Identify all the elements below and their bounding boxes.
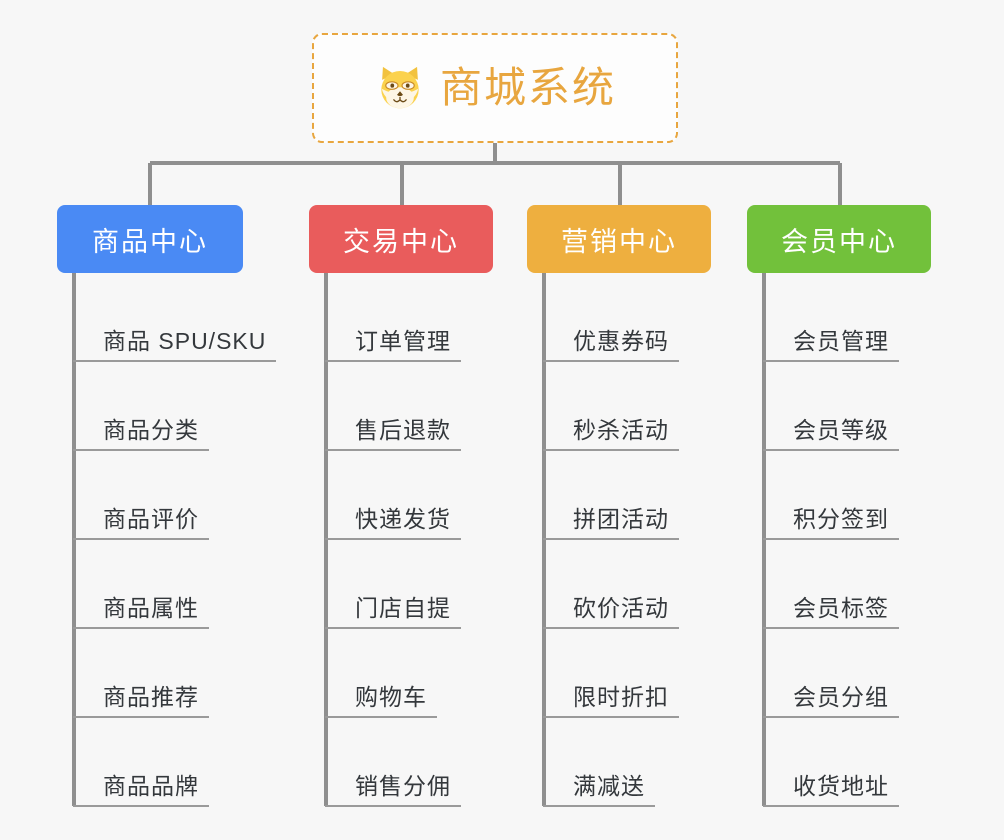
leaf-item[interactable]: 订单管理: [325, 273, 461, 362]
leaf-item-label: 优惠券码: [543, 328, 679, 362]
leaf-item[interactable]: 商品分类: [73, 362, 276, 451]
leaf-item[interactable]: 快递发货: [325, 451, 461, 540]
leaf-item[interactable]: 商品评价: [73, 451, 276, 540]
leaf-item-label: 会员等级: [763, 417, 899, 451]
leaf-item-label: 拼团活动: [543, 506, 679, 540]
category-box-4[interactable]: 会员中心: [747, 205, 931, 273]
category-label: 商品中心: [92, 226, 208, 257]
leaf-item-label: 积分签到: [763, 506, 899, 540]
leaf-item-label: 售后退款: [325, 417, 461, 451]
category-label: 营销中心: [561, 226, 677, 257]
leaf-item-label: 商品品牌: [73, 773, 209, 807]
leaf-item-label: 会员分组: [763, 684, 899, 718]
leaf-item[interactable]: 会员管理: [763, 273, 899, 362]
category-label: 交易中心: [343, 226, 459, 257]
leaf-item[interactable]: 拼团活动: [543, 451, 679, 540]
category-box-2[interactable]: 交易中心: [309, 205, 493, 273]
leaf-item[interactable]: 商品推荐: [73, 629, 276, 718]
page-title: 商城系统: [439, 64, 616, 111]
leaf-item-label: 会员标签: [763, 595, 899, 629]
leaf-item[interactable]: 秒杀活动: [543, 362, 679, 451]
root-node[interactable]: 商城系统: [312, 33, 678, 143]
shiba-dog-face-icon: [374, 62, 426, 114]
leaf-item[interactable]: 商品属性: [73, 540, 276, 629]
leaf-item-label: 砍价活动: [543, 595, 679, 629]
leaf-item-label: 会员管理: [763, 328, 899, 362]
leaf-item-label: 门店自提: [325, 595, 461, 629]
category-box-3[interactable]: 营销中心: [527, 205, 711, 273]
leaf-item[interactable]: 收货地址: [763, 718, 899, 807]
leaf-item[interactable]: 限时折扣: [543, 629, 679, 718]
leaf-column-3: 优惠券码秒杀活动拼团活动砍价活动限时折扣满减送: [543, 273, 679, 807]
leaf-item[interactable]: 商品 SPU/SKU: [73, 273, 277, 362]
leaf-item[interactable]: 商品品牌: [73, 718, 276, 807]
leaf-item[interactable]: 会员分组: [763, 629, 899, 718]
leaf-item-label: 快递发货: [325, 506, 461, 540]
leaf-item[interactable]: 积分签到: [763, 451, 899, 540]
leaf-item-label: 销售分佣: [325, 773, 461, 807]
leaf-item[interactable]: 门店自提: [325, 540, 461, 629]
leaf-item-label: 收货地址: [763, 773, 899, 807]
leaf-column-1: 商品 SPU/SKU 商品分类商品评价商品属性商品推荐商品品牌: [73, 273, 277, 807]
leaf-item-label: 商品评价: [73, 506, 209, 540]
category-box-1[interactable]: 商品中心: [57, 205, 243, 273]
leaf-item[interactable]: 满减送: [543, 718, 679, 807]
leaf-item[interactable]: 销售分佣: [325, 718, 461, 807]
leaf-item[interactable]: 优惠券码: [543, 273, 679, 362]
leaf-item[interactable]: 购物车: [325, 629, 461, 718]
leaf-item[interactable]: 会员标签: [763, 540, 899, 629]
leaf-item-label: 秒杀活动: [543, 417, 679, 451]
leaf-item[interactable]: 会员等级: [763, 362, 899, 451]
leaf-column-2: 订单管理售后退款快递发货门店自提购物车销售分佣: [325, 273, 461, 807]
leaf-item-label: 限时折扣: [543, 684, 679, 718]
leaf-item-label: 商品分类: [73, 417, 209, 451]
category-label: 会员中心: [781, 226, 897, 257]
leaf-item-label: 商品 SPU/SKU: [73, 328, 277, 362]
leaf-column-4: 会员管理会员等级积分签到会员标签会员分组收货地址: [763, 273, 899, 807]
leaf-item-label: 商品属性: [73, 595, 209, 629]
leaf-item[interactable]: 售后退款: [325, 362, 461, 451]
leaf-item-label: 商品推荐: [73, 684, 209, 718]
leaf-item-label: 购物车: [325, 684, 437, 718]
leaf-item[interactable]: 砍价活动: [543, 540, 679, 629]
leaf-item-label: 订单管理: [325, 328, 461, 362]
leaf-item-label: 满减送: [543, 773, 655, 807]
